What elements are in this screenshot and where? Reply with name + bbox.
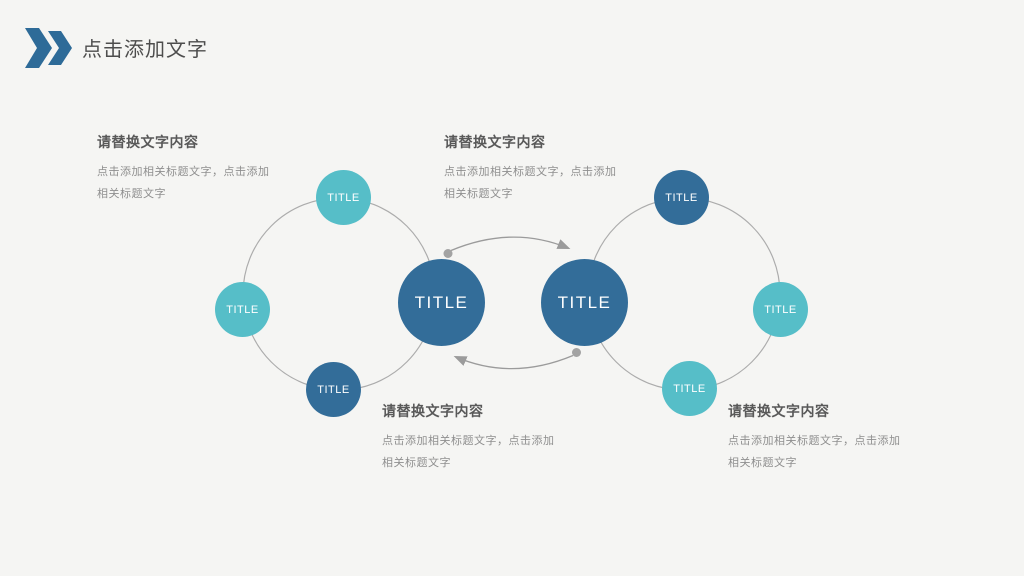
node-right-ring-bottom[interactable]: TITLE	[662, 361, 717, 416]
node-label: TITLE	[327, 191, 360, 204]
node-label: TITLE	[673, 382, 706, 395]
text-block-top-left[interactable]: 请替换文字内容 点击添加相关标题文字，点击添加 相关标题文字	[97, 132, 302, 205]
slide-title[interactable]: 点击添加文字	[82, 39, 208, 61]
node-label: TITLE	[226, 303, 259, 316]
node-right-ring-top[interactable]: TITLE	[654, 170, 709, 225]
bottom-arrow	[453, 354, 574, 370]
text-block-line: 相关标题文字	[728, 457, 797, 469]
text-block-line: 点击添加相关标题文字，点击添加	[444, 166, 617, 178]
node-label: TITLE	[414, 292, 469, 312]
top-arrow	[450, 236, 571, 252]
text-block-line: 相关标题文字	[97, 188, 166, 200]
text-block-heading: 请替换文字内容	[97, 134, 199, 150]
text-block-heading: 请替换文字内容	[444, 134, 546, 150]
node-right-hub[interactable]: TITLE	[541, 259, 628, 346]
node-label: TITLE	[557, 292, 612, 312]
text-block-line: 相关标题文字	[444, 188, 513, 200]
text-block-bottom-center[interactable]: 请替换文字内容 点击添加相关标题文字，点击添加 相关标题文字	[382, 401, 587, 474]
text-block-heading: 请替换文字内容	[728, 403, 830, 419]
node-right-ring-right[interactable]: TITLE	[753, 282, 808, 337]
node-left-ring-top[interactable]: TITLE	[316, 170, 371, 225]
node-left-ring-left[interactable]: TITLE	[215, 282, 270, 337]
double-chevron-right-icon	[25, 28, 72, 68]
text-block-line: 点击添加相关标题文字，点击添加	[382, 435, 555, 447]
text-block-heading: 请替换文字内容	[382, 403, 484, 419]
text-block-line: 点击添加相关标题文字，点击添加	[97, 166, 270, 178]
node-left-ring-bottom[interactable]: TITLE	[306, 362, 361, 417]
node-label: TITLE	[764, 303, 797, 316]
bottom-arrow-dot	[572, 348, 581, 357]
text-block-line: 点击添加相关标题文字，点击添加	[728, 435, 901, 447]
text-block-line: 相关标题文字	[382, 457, 451, 469]
node-label: TITLE	[317, 383, 350, 396]
text-block-bottom-right[interactable]: 请替换文字内容 点击添加相关标题文字，点击添加 相关标题文字	[728, 401, 933, 474]
text-block-top-center[interactable]: 请替换文字内容 点击添加相关标题文字，点击添加 相关标题文字	[444, 132, 649, 205]
node-left-hub[interactable]: TITLE	[398, 259, 485, 346]
node-label: TITLE	[665, 191, 698, 204]
top-arrow-dot	[443, 249, 453, 258]
